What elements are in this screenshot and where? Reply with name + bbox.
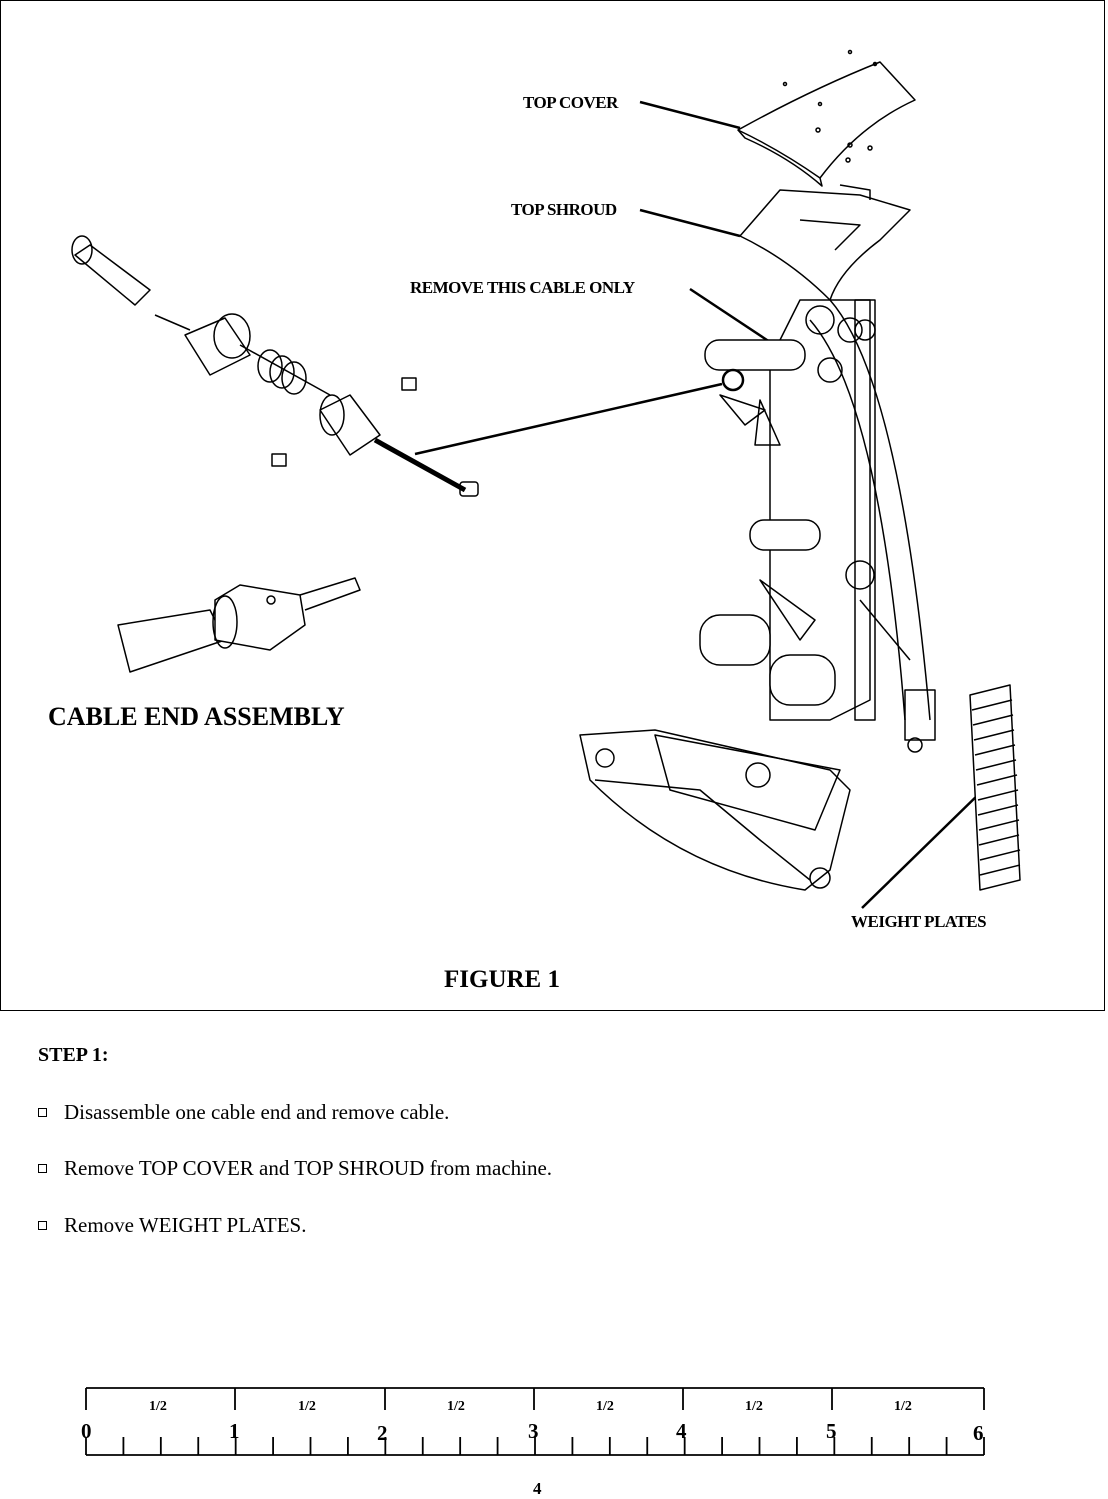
weight-plates-callout: WEIGHT PLATES	[851, 912, 987, 931]
ruler-half-label: 1/2	[149, 1399, 167, 1414]
ruler-half-label: 1/2	[298, 1399, 316, 1414]
checkbox-icon	[38, 1221, 47, 1230]
step-item-text: Remove WEIGHT PLATES.	[64, 1213, 307, 1237]
ruler-number: 6	[973, 1421, 984, 1445]
top-shroud-callout: TOP SHROUD	[511, 200, 617, 219]
ruler-number: 4	[676, 1419, 687, 1443]
step-item-text: Remove TOP COVER and TOP SHROUD from mac…	[64, 1156, 553, 1180]
step-item: Remove TOP COVER and TOP SHROUD from mac…	[38, 1156, 552, 1181]
ruler-number: 0	[81, 1419, 92, 1443]
top-cover-part	[737, 49, 916, 187]
step-item-text: Disassemble one cable end and remove cab…	[64, 1100, 450, 1124]
top-shroud-leader	[639, 208, 741, 238]
checkbox-icon	[38, 1108, 47, 1117]
step-item: Disassemble one cable end and remove cab…	[38, 1100, 449, 1125]
cable-end-assembled	[117, 577, 361, 673]
machine-base	[579, 689, 936, 891]
remove-cable-callout: REMOVE THIS CABLE ONLY	[410, 278, 635, 297]
cable-end-assembly-label: CABLE END ASSEMBLY	[48, 702, 345, 731]
page-number: 4	[533, 1479, 542, 1498]
ruler-number: 5	[826, 1419, 837, 1443]
cable-end-leader	[414, 382, 723, 456]
figure-illustration	[71, 49, 1021, 909]
step-item: Remove WEIGHT PLATES.	[38, 1213, 306, 1238]
top-cover-leader	[639, 100, 741, 130]
checkbox-icon	[38, 1164, 47, 1173]
ruler-half-label: 1/2	[596, 1399, 614, 1414]
machine-body	[699, 299, 931, 721]
ruler-number: 2	[377, 1421, 388, 1445]
top-cover-callout: TOP COVER	[523, 93, 618, 112]
ruler-half-label: 1/2	[745, 1399, 763, 1414]
figure-caption: FIGURE 1	[444, 966, 560, 993]
ruler-half-label: 1/2	[894, 1399, 912, 1414]
ruler-number: 3	[528, 1419, 539, 1443]
cable-end-exploded	[71, 235, 479, 497]
ruler-number: 1	[229, 1419, 240, 1443]
ruler-half-label: 1/2	[447, 1399, 465, 1414]
weight-plates-stack	[969, 684, 1021, 891]
step-title: STEP 1:	[38, 1044, 109, 1066]
figure-frame	[0, 0, 1105, 1011]
weight-plates-leader	[861, 789, 984, 909]
